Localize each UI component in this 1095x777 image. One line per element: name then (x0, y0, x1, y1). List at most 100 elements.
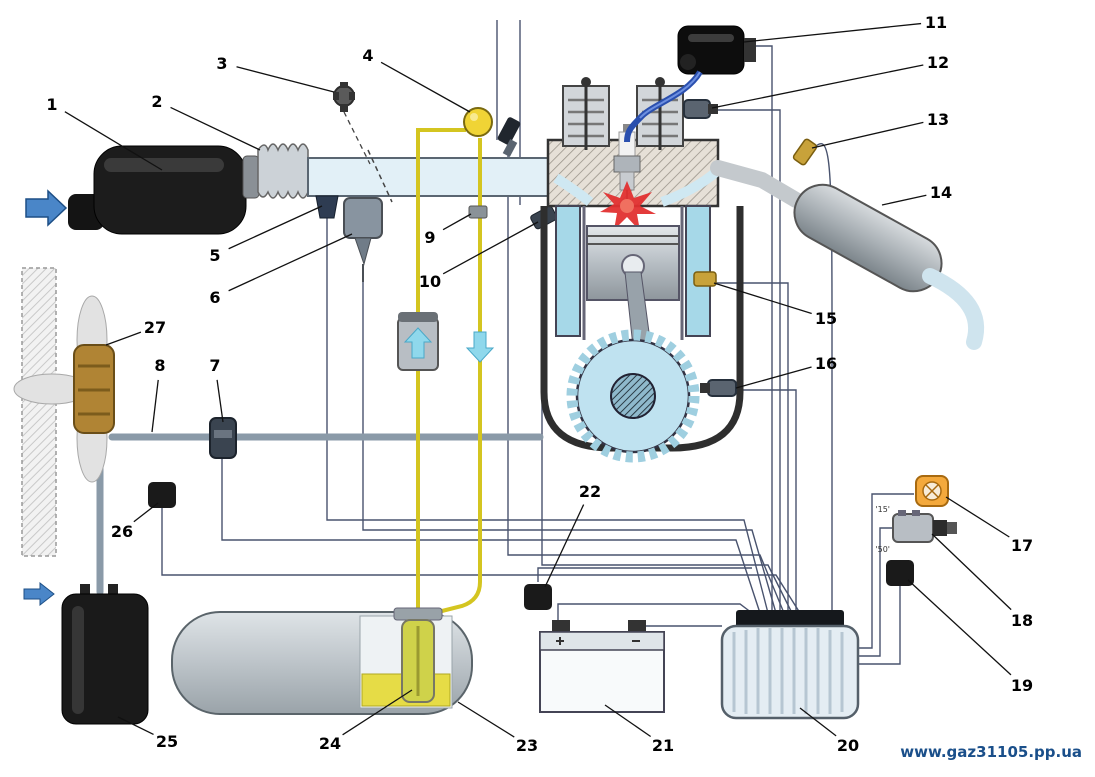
fuel-fitting (468, 205, 488, 219)
callout-label-4: 4 (362, 46, 373, 65)
ignition-switch: '15' '50' (875, 505, 957, 554)
callout-label-2: 2 (151, 92, 162, 111)
callout-line-13 (811, 121, 924, 149)
switch-terminal-50: '50' (875, 545, 890, 554)
fuel-flow-up-arrow-icon (403, 327, 433, 359)
map-sensor (315, 195, 339, 219)
fuel-return-down-arrow-icon (465, 331, 495, 363)
callout-line-26 (133, 502, 159, 523)
callout-label-22: 22 (579, 482, 601, 501)
callout-line-3 (236, 66, 335, 93)
coolant-temp-sensor (693, 271, 717, 287)
water-jacket-right (685, 205, 711, 337)
callout-line-14 (881, 194, 927, 206)
warning-lamp-icon (915, 475, 949, 507)
callout-line-17 (945, 496, 1010, 538)
callout-label-15: 15 (815, 309, 837, 328)
callout-label-16: 16 (815, 354, 837, 373)
callout-label-27: 27 (144, 318, 166, 337)
coolant-pipe-sensor (209, 417, 237, 459)
callout-line-22 (544, 504, 585, 588)
intake-valve-assembly (562, 77, 610, 150)
air-filter (68, 145, 260, 235)
callout-line-15 (713, 282, 812, 315)
throttle-position-sensor (333, 82, 371, 165)
callout-line-24 (342, 689, 413, 736)
callout-line-23 (457, 701, 515, 738)
callout-label-5: 5 (209, 246, 220, 265)
fuel-pump-module (393, 607, 443, 703)
callout-label-20: 20 (837, 736, 859, 755)
wiring-harness (161, 20, 914, 665)
tailpipe (922, 268, 985, 350)
inlet-arrow-icon (25, 189, 68, 227)
callout-line-4 (380, 61, 471, 113)
callout-line-7 (216, 379, 224, 423)
idle-air-valve (343, 197, 383, 282)
callout-line-1 (64, 111, 163, 171)
fuel-lines (416, 128, 482, 615)
callout-label-12: 12 (927, 53, 949, 72)
callout-line-6 (228, 233, 353, 292)
callout-label-25: 25 (156, 732, 178, 751)
callout-label-14: 14 (930, 183, 952, 202)
relay-box-19 (886, 560, 914, 586)
callout-label-19: 19 (1011, 676, 1033, 695)
switch-terminal-15: '15' (875, 505, 890, 514)
callout-label-24: 24 (319, 734, 341, 753)
combustion-flame (600, 181, 656, 231)
callout-line-9 (442, 213, 472, 231)
callout-label-21: 21 (652, 736, 674, 755)
canister-inlet-arrow-icon (23, 581, 55, 607)
pressure-regulator (463, 107, 493, 137)
callout-line-16 (735, 366, 812, 389)
battery (539, 620, 665, 713)
radiator (21, 267, 57, 557)
relay-box-26 (148, 482, 176, 508)
callout-label-9: 9 (424, 228, 435, 247)
fuel-injector (497, 117, 521, 157)
callout-label-10: 10 (419, 272, 441, 291)
water-jacket-left (555, 205, 581, 337)
oxygen-sensor (792, 138, 818, 166)
evap-canister (61, 584, 149, 725)
ecu (720, 610, 860, 720)
callout-line-27 (105, 331, 142, 346)
relay-box-22 (524, 584, 552, 610)
throttle-pipe (307, 149, 559, 203)
callout-line-8 (151, 379, 159, 433)
coolant-pipes (96, 428, 544, 596)
callout-label-26: 26 (111, 522, 133, 541)
fuel-tank (171, 607, 473, 715)
callout-line-11 (743, 22, 922, 43)
callout-label-7: 7 (209, 356, 220, 375)
callout-line-18 (931, 533, 1012, 611)
callout-label-1: 1 (46, 95, 57, 114)
fuel-filter (397, 312, 439, 371)
ignition-coil (677, 25, 756, 75)
camshaft-sensor (683, 99, 718, 119)
callout-label-17: 17 (1011, 536, 1033, 555)
callout-line-19 (907, 579, 1012, 676)
callout-line-12 (711, 64, 924, 109)
cooling-fan (13, 295, 115, 483)
callout-line-20 (799, 707, 837, 737)
callout-label-13: 13 (927, 110, 949, 129)
intake-bellows (257, 143, 309, 199)
callout-line-25 (117, 716, 154, 735)
callout-label-3: 3 (216, 54, 227, 73)
watermark: www.gaz31105.pp.ua (900, 743, 1082, 761)
callout-line-5 (228, 205, 323, 250)
crankshaft-sensor (700, 379, 737, 397)
callout-line-2 (170, 106, 261, 151)
callout-label-18: 18 (1011, 611, 1033, 630)
callout-label-6: 6 (209, 288, 220, 307)
flywheel (566, 329, 700, 463)
callout-label-11: 11 (925, 13, 947, 32)
exhaust-system (710, 138, 985, 350)
callout-label-23: 23 (516, 736, 538, 755)
callout-line-10 (442, 221, 539, 275)
